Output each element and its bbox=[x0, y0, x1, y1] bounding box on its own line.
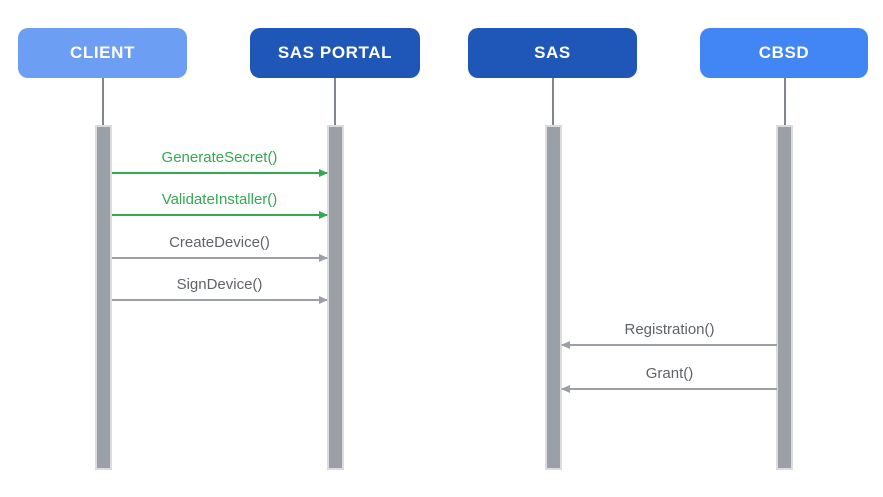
message-label: Registration() bbox=[624, 321, 715, 338]
message-sign-device: SignDevice() bbox=[112, 275, 328, 304]
message-validate-installer: ValidateInstaller() bbox=[112, 190, 328, 219]
message-grant: Grant() bbox=[561, 364, 777, 393]
message-registration: Registration() bbox=[561, 320, 777, 349]
message-label: SignDevice() bbox=[176, 276, 263, 293]
lifeline-sas-portal bbox=[334, 78, 336, 125]
actor-client: CLIENT bbox=[18, 28, 187, 78]
arrow-right-icon bbox=[112, 169, 328, 177]
arrow-right-icon bbox=[112, 296, 328, 304]
message-create-device: CreateDevice() bbox=[112, 233, 328, 262]
activation-bar-client bbox=[95, 125, 112, 470]
message-label: CreateDevice() bbox=[169, 234, 270, 251]
message-label: Grant() bbox=[645, 365, 694, 382]
message-label: GenerateSecret() bbox=[161, 149, 278, 166]
lifeline-sas bbox=[552, 78, 554, 125]
activation-bar-sas bbox=[545, 125, 562, 470]
lifeline-cbsd bbox=[784, 78, 786, 125]
lifeline-client bbox=[102, 78, 104, 125]
activation-bar-sas-portal bbox=[327, 125, 344, 470]
actor-sas: SAS bbox=[468, 28, 637, 78]
actor-sas-portal: SAS PORTAL bbox=[250, 28, 420, 78]
arrow-right-icon bbox=[112, 211, 328, 219]
arrow-right-icon bbox=[112, 254, 328, 262]
arrow-left-icon bbox=[561, 385, 777, 393]
activation-bar-cbsd bbox=[776, 125, 793, 470]
message-label: ValidateInstaller() bbox=[161, 191, 278, 208]
message-generate-secret: GenerateSecret() bbox=[112, 148, 328, 177]
arrow-left-icon bbox=[561, 341, 777, 349]
actor-cbsd: CBSD bbox=[700, 28, 868, 78]
